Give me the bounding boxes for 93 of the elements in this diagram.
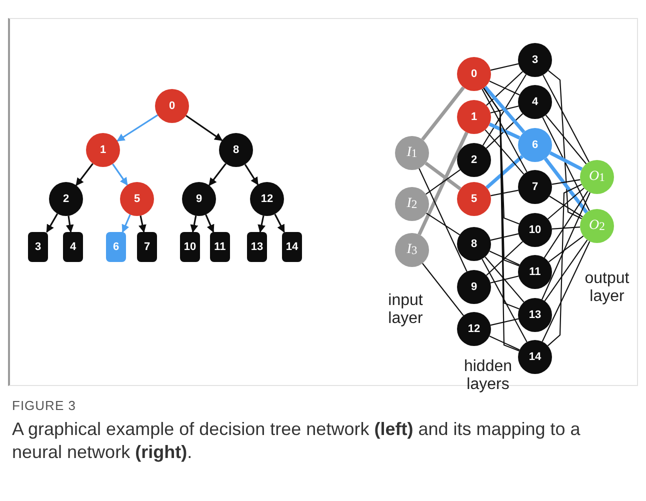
hidden-neuron: 2 [457, 143, 491, 177]
hidden-neuron: 8 [457, 227, 491, 261]
figure-caption: A graphical example of decision tree network (left) and its mapping to a neural network (right). [12, 418, 582, 464]
connection-line [422, 263, 464, 316]
hidden-neuron: 7 [518, 170, 552, 204]
connection-line [552, 226, 580, 230]
connection-line [547, 184, 582, 346]
hidden-neuron: 9 [457, 270, 491, 304]
arrow [274, 214, 285, 233]
connection-line [483, 88, 520, 352]
leaf-node: 6 [106, 232, 126, 262]
hidden-neuron: 12 [457, 312, 491, 346]
leaf-node: 10 [180, 232, 200, 262]
decision-node: 2 [49, 182, 83, 216]
connection-line [486, 113, 524, 149]
hidden-neuron: 0 [457, 57, 491, 91]
hidden-neuron: 3 [518, 43, 552, 77]
connection-line [490, 233, 519, 241]
connection-line [545, 114, 587, 164]
connection-line [426, 169, 460, 195]
leaf-node: 3 [28, 232, 48, 262]
arrow [190, 216, 198, 233]
connection-line [426, 212, 460, 236]
connection-line [484, 129, 524, 175]
connection-line [548, 236, 584, 262]
connection-line [548, 188, 584, 220]
arrow [186, 114, 223, 142]
hidden-neuron: 5 [457, 182, 491, 216]
arrow [66, 216, 74, 233]
leaf-node: 11 [210, 232, 230, 262]
arrow [122, 214, 131, 233]
arrow [46, 213, 58, 233]
connection-line [484, 256, 524, 302]
arrow [76, 163, 94, 186]
connection-line [549, 196, 583, 218]
layer-label: input layer [387, 292, 424, 328]
connection-line [488, 122, 520, 140]
connection-line [542, 241, 590, 342]
connection-line [544, 240, 588, 302]
decision-node: 1 [86, 133, 120, 167]
arrow [244, 164, 259, 186]
hidden-neuron: 4 [518, 85, 552, 119]
arrow [258, 215, 266, 233]
hidden-neuron: 13 [518, 298, 552, 332]
figure-number: FIGURE 3 [12, 398, 76, 413]
connection-line [490, 318, 519, 326]
connection-line [418, 168, 468, 272]
hidden-neuron: 1 [457, 100, 491, 134]
decision-node: 8 [219, 133, 253, 167]
layer-label: output layer [584, 270, 630, 306]
decision-node: 12 [250, 182, 284, 216]
arrow [116, 114, 158, 142]
connection-line [490, 276, 519, 284]
connection-line [421, 86, 465, 141]
decision-node: 9 [182, 182, 216, 216]
decision-node: 5 [120, 182, 154, 216]
decision-node: 0 [155, 89, 189, 123]
connection-line [482, 88, 528, 172]
connection-line [542, 192, 590, 300]
layer-label: hidden layers [462, 358, 514, 394]
hidden-neuron: 10 [518, 213, 552, 247]
connection-line [544, 190, 588, 258]
connection-line [418, 132, 468, 236]
hidden-neuron: 14 [518, 340, 552, 374]
connection-line [490, 63, 519, 71]
connection-line [482, 258, 528, 342]
connection-line [484, 86, 526, 134]
arrow [205, 214, 214, 233]
arrow [112, 164, 128, 186]
connection-line [552, 179, 580, 185]
arrow [138, 215, 146, 233]
leaf-node: 13 [247, 232, 267, 262]
connection-line [486, 154, 524, 190]
connection-line [486, 71, 523, 106]
connection-line [544, 157, 588, 214]
connection-line [486, 241, 523, 276]
connection-line [489, 336, 520, 350]
leaf-node: 7 [137, 232, 157, 262]
connection-line [424, 162, 462, 190]
connection-line [482, 74, 527, 146]
connection-line [548, 70, 582, 220]
arrow [208, 163, 226, 186]
connection-line [489, 250, 520, 266]
leaf-node: 4 [63, 232, 83, 262]
connection-line [549, 151, 583, 171]
hidden-neuron: 11 [518, 255, 552, 289]
connection-line [542, 116, 590, 212]
connection-line [542, 74, 590, 162]
connection-line [490, 106, 519, 114]
connection-line [490, 190, 518, 196]
leaf-node: 14 [282, 232, 302, 262]
hidden-neuron: 6 [518, 128, 552, 162]
connection-line [489, 80, 520, 96]
